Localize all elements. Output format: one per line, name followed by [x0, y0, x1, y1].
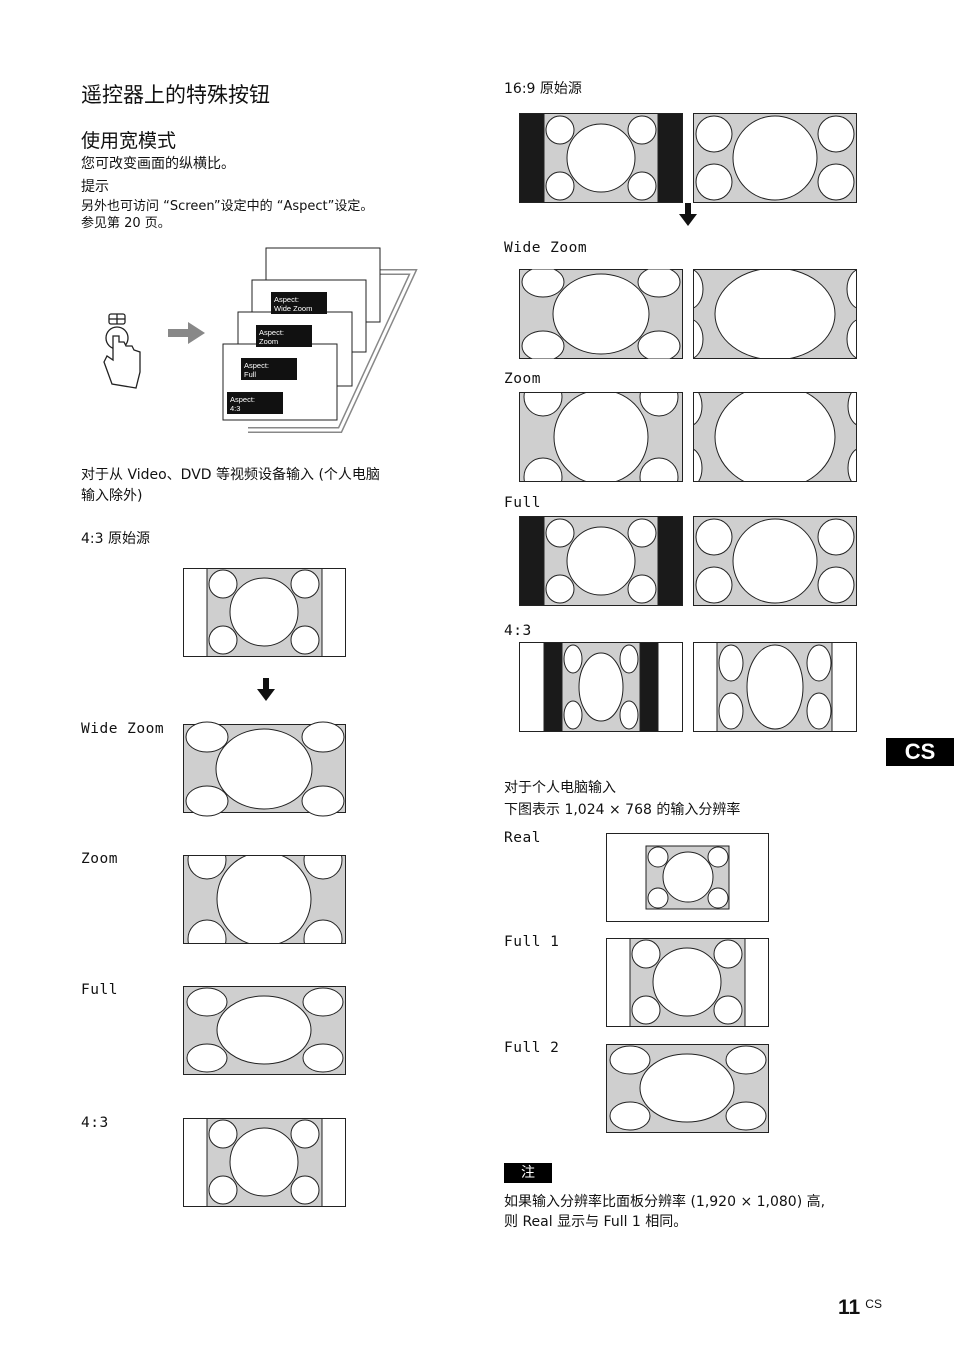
page-suffix: CS — [865, 1297, 882, 1311]
menu-card-1-line2: Wide Zoom — [274, 304, 312, 313]
wide-mode-full: Full — [504, 495, 541, 511]
menu-card-3-line1: Aspect: — [244, 361, 269, 370]
aspect-menu-illustration: Aspect: Wide Zoom Aspect: Zoom Aspect: F… — [103, 247, 418, 433]
diagram-video-wide-zoom — [183, 721, 346, 817]
widescreen-source-label: 16:9 原始源 — [504, 81, 582, 97]
tip-label: 提示 — [81, 179, 109, 195]
diagram-wide-wide-zoom — [519, 269, 857, 359]
wide-mode-zoom: Zoom — [504, 371, 541, 387]
video-section-title-1: 对于从 Video、DVD 等视频设备输入 (个人电脑 — [81, 467, 380, 483]
arrow-down-icon-2 — [679, 203, 697, 226]
menu-card-1-line1: Aspect: — [274, 295, 299, 304]
menu-card-stack — [222, 247, 381, 421]
wide-mode-43: 4:3 — [504, 623, 532, 639]
menu-card-4-line1: Aspect: — [230, 395, 255, 404]
note-line-1: 如果输入分辨率比面板分辨率 (1,920 × 1,080) 高, — [504, 1194, 826, 1210]
video-mode-full: Full — [81, 982, 118, 998]
menu-card-2-line1: Aspect: — [259, 328, 284, 337]
section-intro: 您可改变画面的纵横比。 — [81, 156, 235, 172]
video-mode-wide-zoom: Wide Zoom — [81, 721, 165, 737]
video-mode-43: 4:3 — [81, 1115, 109, 1131]
tip-line-1: 另外也可访问 “Screen”设定中的 “Aspect”设定。 — [81, 199, 374, 214]
pc-mode-full1: Full 1 — [504, 934, 560, 950]
pc-mode-full2: Full 2 — [504, 1040, 560, 1056]
diagram-wide-full — [519, 516, 857, 606]
remote-hand-icon — [103, 313, 141, 389]
page-number: 11 — [838, 1296, 861, 1319]
note-line-2: 则 Real 显示与 Full 1 相同。 — [504, 1214, 688, 1230]
section-heading: 使用宽模式 — [81, 130, 177, 152]
note-label: 注 — [504, 1163, 552, 1183]
tip-line-2: 参见第 20 页。 — [81, 216, 171, 231]
diagram-pc-full1 — [606, 938, 769, 1027]
diagram-video-full — [183, 986, 346, 1075]
diagram-video-43 — [183, 1118, 346, 1207]
diagram-wide-zoom — [519, 392, 857, 482]
pc-section-title: 对于个人电脑输入 — [504, 780, 616, 796]
video-mode-zoom: Zoom — [81, 851, 118, 867]
video-section-title-2: 输入除外) — [81, 488, 143, 504]
diagram-video-zoom — [183, 855, 346, 944]
pc-mode-real: Real — [504, 830, 541, 846]
diagram-pc-full2 — [606, 1044, 769, 1133]
diagram-pc-real — [606, 833, 769, 922]
menu-card-3-line2: Full — [244, 370, 256, 379]
arrow-right-icon — [168, 322, 205, 344]
video-source-label: 4:3 原始源 — [81, 531, 150, 547]
pc-section-subtitle: 下图表示 1,024 × 768 的输入分辨率 — [504, 802, 741, 818]
diagram-wide-source-pair — [519, 113, 857, 203]
page-number-block: 11 CS — [838, 1296, 882, 1320]
page-title: 遥控器上的特殊按钮 — [81, 83, 270, 107]
diagram-video-source — [183, 568, 346, 657]
diagram-wide-43 — [519, 642, 857, 732]
arrow-down-icon — [257, 678, 275, 701]
menu-card-4-line2: 4:3 — [230, 404, 240, 413]
wide-mode-wide-zoom: Wide Zoom — [504, 240, 588, 256]
language-tab: CS — [886, 738, 954, 766]
menu-card-2-line2: Zoom — [259, 337, 278, 346]
